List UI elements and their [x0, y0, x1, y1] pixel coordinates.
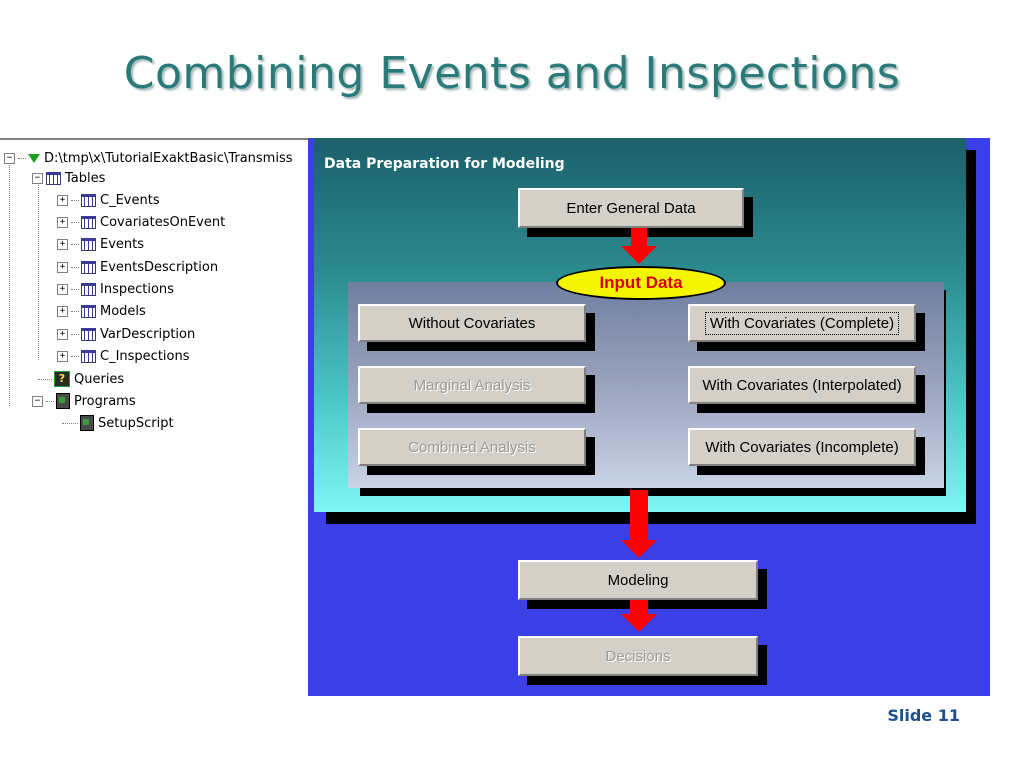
script-icon	[80, 415, 94, 431]
table-icon	[81, 260, 96, 274]
tree-connector	[38, 378, 52, 380]
tree-node-tables[interactable]: − Tables	[32, 168, 105, 188]
tree-node-programs[interactable]: − Programs	[32, 391, 136, 411]
tree-item-label: C_Events	[100, 192, 160, 208]
decisions-button[interactable]: Decisions	[518, 636, 758, 676]
collapse-toggle[interactable]: −	[32, 395, 43, 407]
database-tree[interactable]: − D:\tmp\x\TutorialExaktBasic\Transmiss …	[0, 138, 308, 440]
collapse-toggle[interactable]: −	[4, 152, 15, 164]
tree-item-label: EventsDescription	[100, 259, 219, 275]
tree-item-table[interactable]: + VarDescription	[57, 324, 195, 344]
tree-node-label: Tables	[65, 170, 106, 186]
flow-arrow-head	[621, 540, 657, 558]
table-icon	[81, 193, 96, 207]
expand-toggle[interactable]: +	[57, 305, 68, 317]
tree-item-label: Inspections	[100, 281, 174, 297]
tree-line	[9, 156, 10, 406]
enter-general-data-wrap: Enter General Data	[518, 188, 753, 237]
tree-item-table[interactable]: + EventsDescription	[57, 257, 218, 277]
flow-arrow	[630, 490, 648, 542]
tree-connector	[71, 310, 79, 312]
button-wrap: With Covariates (Incomplete)	[688, 428, 925, 475]
expand-toggle[interactable]: +	[57, 194, 68, 206]
expand-toggle[interactable]: +	[57, 350, 68, 362]
query-icon: ?	[54, 371, 70, 387]
tree-connector	[71, 243, 79, 245]
tree-connector	[46, 400, 54, 402]
table-icon	[81, 237, 96, 251]
tree-item-table[interactable]: + C_Inspections	[57, 346, 190, 366]
table-icon	[46, 171, 61, 185]
tree-connector	[18, 157, 26, 159]
tree-item-table[interactable]: + Events	[57, 234, 144, 254]
tree-item-label: SetupScript	[98, 415, 174, 431]
flow-arrow	[630, 600, 648, 616]
tree-item-table[interactable]: + C_Events	[57, 190, 160, 210]
tree-item-program[interactable]: SetupScript	[62, 413, 174, 433]
flow-arrow	[631, 228, 647, 248]
tree-item-table[interactable]: + Inspections	[57, 279, 174, 299]
tree-connector	[62, 422, 78, 424]
tree-item-table[interactable]: + Models	[57, 301, 146, 321]
expand-toggle[interactable]: +	[57, 216, 68, 228]
tree-connector	[71, 221, 79, 223]
table-icon	[81, 349, 96, 363]
tree-connector	[71, 266, 79, 268]
flow-arrow-head	[621, 614, 657, 632]
data-preparation-panel: Data Preparation for Modeling Enter Gene…	[314, 138, 966, 512]
button-wrap: With Covariates (Complete)	[688, 304, 925, 351]
tree-node-label: Programs	[74, 393, 136, 409]
expand-toggle[interactable]: +	[57, 328, 68, 340]
tree-connector	[71, 288, 79, 290]
enter-general-data-button[interactable]: Enter General Data	[518, 188, 744, 228]
tree-item-label: Models	[100, 303, 146, 319]
slide-title: Combining Events and Inspections	[123, 48, 901, 99]
tree-connector	[71, 333, 79, 335]
input-options-panel: Without Covariates Marginal Analysis Com…	[348, 282, 944, 488]
marginal-analysis-button[interactable]: Marginal Analysis	[358, 366, 586, 404]
table-icon	[81, 327, 96, 341]
tree-item-label: CovariatesOnEvent	[100, 214, 226, 230]
tree-root-label: D:\tmp\x\TutorialExaktBasic\Transmiss	[44, 150, 293, 166]
tree-connector	[71, 355, 79, 357]
tree-item-table[interactable]: + CovariatesOnEvent	[57, 212, 225, 232]
tree-line	[38, 180, 39, 360]
button-wrap: Marginal Analysis	[358, 366, 595, 413]
tree-item-label: C_Inspections	[100, 348, 190, 364]
database-icon	[28, 153, 40, 163]
button-wrap: Modeling	[518, 560, 767, 609]
with-covariates-complete-button[interactable]: With Covariates (Complete)	[688, 304, 916, 342]
flow-arrow-head	[621, 246, 657, 264]
with-covariates-interpolated-button[interactable]: With Covariates (Interpolated)	[688, 366, 916, 404]
expand-toggle[interactable]: +	[57, 261, 68, 273]
without-covariates-button[interactable]: Without Covariates	[358, 304, 586, 342]
expand-toggle[interactable]: +	[57, 283, 68, 295]
panel-title: Data Preparation for Modeling	[324, 156, 565, 172]
tree-item-label: VarDescription	[100, 326, 196, 342]
combined-analysis-button[interactable]: Combined Analysis	[358, 428, 586, 466]
collapse-toggle[interactable]: −	[32, 172, 43, 184]
input-data-label: Input Data	[556, 266, 726, 300]
tree-connector	[71, 199, 79, 201]
expand-toggle[interactable]: +	[57, 238, 68, 250]
modeling-button[interactable]: Modeling	[518, 560, 758, 600]
tree-node-label: Queries	[74, 371, 125, 387]
button-label: With Covariates (Complete)	[704, 311, 900, 335]
button-wrap: With Covariates (Interpolated)	[688, 366, 925, 413]
table-icon	[81, 282, 96, 296]
table-icon	[81, 304, 96, 318]
button-wrap: Without Covariates	[358, 304, 595, 351]
modeling-workflow-panel: Data Preparation for Modeling Enter Gene…	[308, 138, 990, 696]
table-icon	[81, 215, 96, 229]
tree-root[interactable]: − D:\tmp\x\TutorialExaktBasic\Transmiss	[4, 148, 293, 168]
button-wrap: Combined Analysis	[358, 428, 595, 475]
slide-number: Slide 11	[887, 706, 960, 725]
tree-node-queries[interactable]: ? Queries	[38, 369, 124, 389]
with-covariates-incomplete-button[interactable]: With Covariates (Incomplete)	[688, 428, 916, 466]
program-icon	[56, 393, 70, 409]
tree-item-label: Events	[100, 236, 145, 252]
button-wrap: Decisions	[518, 636, 767, 685]
